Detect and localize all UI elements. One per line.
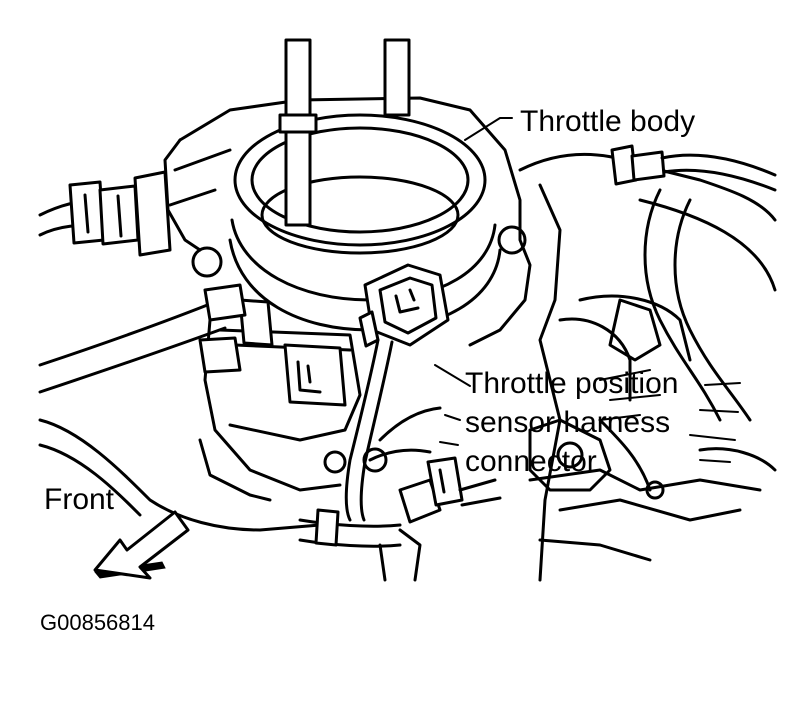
- label-tps-line2: sensor harness: [465, 406, 670, 439]
- label-front: Front: [44, 483, 115, 516]
- left-hose-assembly: [40, 172, 170, 255]
- label-tps-line3: connector: [465, 445, 597, 478]
- tps-harness-connector: [360, 265, 448, 346]
- engine-background: [520, 146, 775, 580]
- figure-id: G00856814: [40, 610, 155, 635]
- label-tps-line1: Throttle position: [465, 367, 678, 400]
- front-arrow: [95, 512, 188, 578]
- throttle-position-sensor: [285, 345, 345, 405]
- hose-fitting: [612, 146, 775, 190]
- label-throttle-body: Throttle body: [520, 105, 695, 138]
